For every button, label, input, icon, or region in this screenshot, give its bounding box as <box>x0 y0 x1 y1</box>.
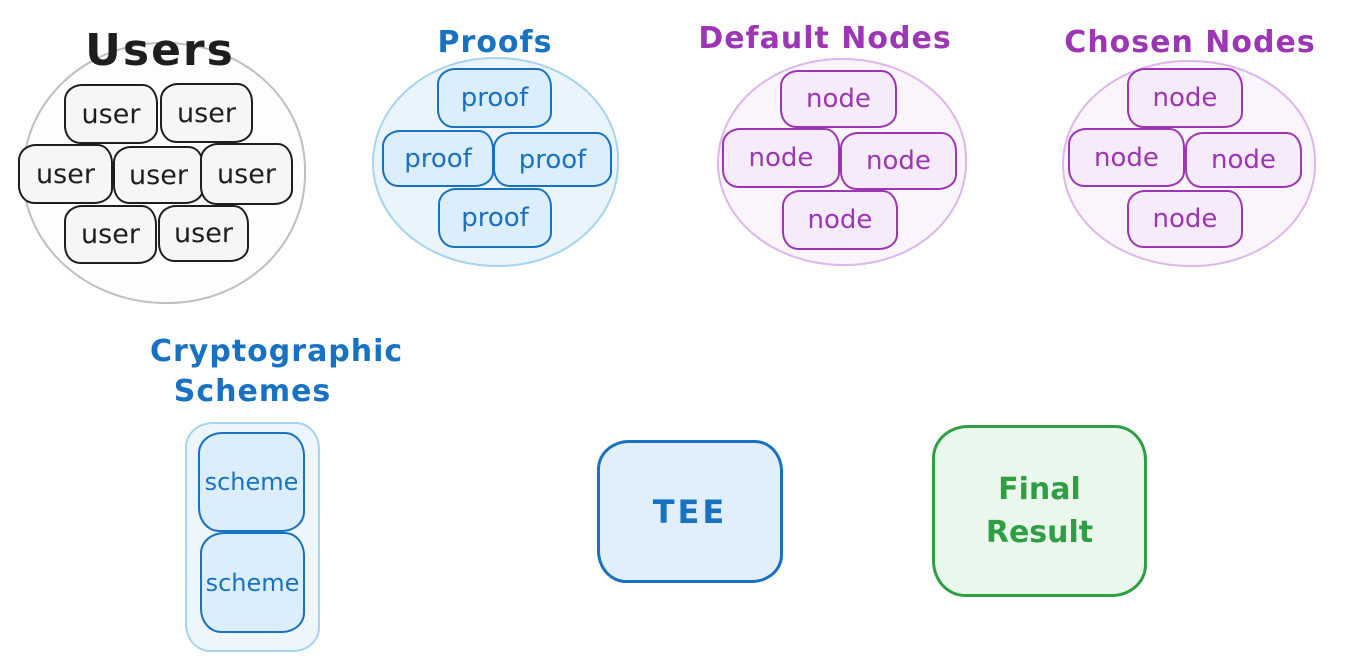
proofs-group-title: Proofs <box>437 25 553 60</box>
node-box: node <box>1127 190 1243 248</box>
node-box: node <box>722 128 840 188</box>
final-result-box: Final Result <box>932 425 1147 597</box>
schemes-group-title-line2: Schemes <box>173 374 332 409</box>
user-box: user <box>18 144 113 204</box>
scheme-box: scheme <box>198 432 305 532</box>
final-result-label-line2: Result <box>985 515 1094 550</box>
user-box: user <box>158 205 249 262</box>
node-box: node <box>840 132 957 190</box>
users-group-title: Users <box>85 25 235 76</box>
tee-box: TEE <box>597 440 783 583</box>
tee-label: TEE <box>652 492 728 531</box>
default-nodes-group-title: Default Nodes <box>698 21 952 56</box>
user-box: user <box>160 83 253 143</box>
scheme-box: scheme <box>200 532 305 633</box>
node-box: node <box>782 190 898 250</box>
cryptographic-schemes-group: Cryptographic Schemes scheme scheme <box>150 334 404 660</box>
node-box: node <box>1068 128 1185 187</box>
proof-box: proof <box>438 188 552 248</box>
user-box: user <box>64 84 158 144</box>
user-box: user <box>64 205 157 264</box>
final-result-label-line1: Final <box>998 471 1081 507</box>
node-box: node <box>780 70 897 128</box>
users-group: Users user user user user user user user <box>10 20 310 310</box>
node-box: node <box>1185 132 1302 188</box>
schemes-group-title-line1: Cryptographic <box>150 334 404 369</box>
node-box: node <box>1127 68 1243 128</box>
proof-box: proof <box>382 130 494 187</box>
chosen-nodes-group-title: Chosen Nodes <box>1064 25 1316 60</box>
default-nodes-group: Default Nodes node node node node <box>680 20 970 270</box>
user-box: user <box>113 146 204 204</box>
proof-box: proof <box>437 68 552 128</box>
chosen-nodes-group: Chosen Nodes node node node node <box>1040 20 1340 270</box>
proof-box: proof <box>493 132 612 187</box>
user-box: user <box>200 143 293 205</box>
proofs-group: Proofs proof proof proof proof <box>360 20 630 270</box>
